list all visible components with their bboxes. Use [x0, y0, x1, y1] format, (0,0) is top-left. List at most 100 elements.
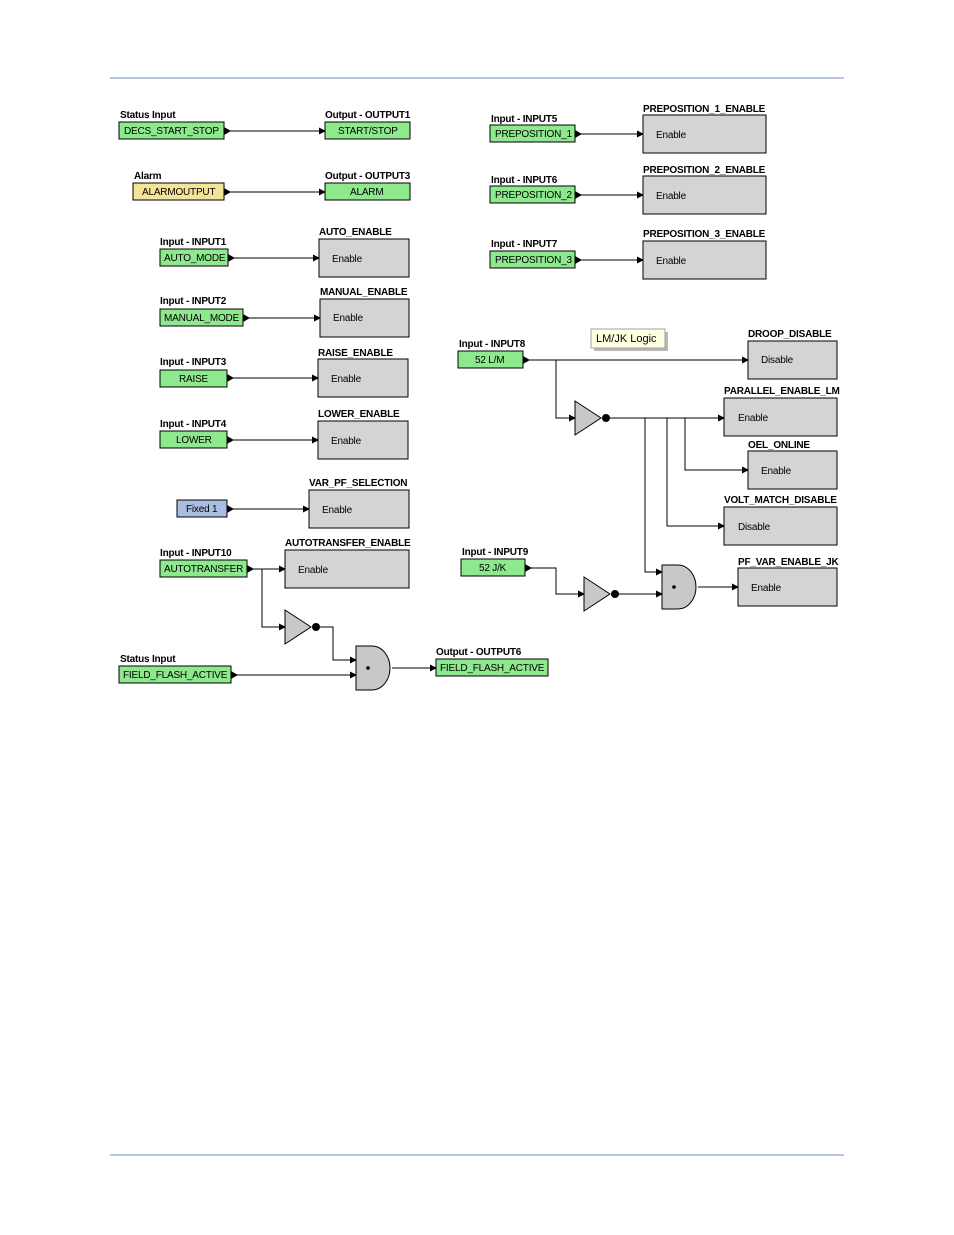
signal-name: 52 J/K: [479, 563, 507, 574]
signal-preposition-2[interactable]: Input - INPUT6 PREPOSITION_2: [489, 175, 582, 204]
block-volt-match-disable[interactable]: VOLT_MATCH_DISABLE Disable: [723, 495, 838, 546]
block-box[interactable]: [723, 506, 838, 546]
not-gate-icon: [284, 609, 312, 645]
not-gate-52-lm[interactable]: [574, 400, 610, 436]
block-box[interactable]: [747, 340, 838, 380]
block-pf-var-enable-jk[interactable]: PF_VAR_ENABLE_JK Enable: [737, 557, 840, 607]
block-box[interactable]: [284, 549, 410, 589]
signal-raise[interactable]: Input - INPUT3 RAISE: [159, 357, 234, 388]
block-box[interactable]: [317, 420, 409, 460]
block-box[interactable]: [642, 175, 767, 215]
signal-manual-mode[interactable]: Input - INPUT2 MANUAL_MODE: [159, 296, 250, 327]
block-title: PREPOSITION_1_ENABLE: [643, 104, 766, 115]
block-box[interactable]: [747, 450, 838, 490]
signal-name: FIELD_FLASH_ACTIVE: [440, 663, 545, 674]
block-port: Enable: [656, 130, 687, 141]
block-lower-enable[interactable]: LOWER_ENABLE Enable: [317, 409, 409, 460]
block-raise-enable[interactable]: RAISE_ENABLE Enable: [317, 348, 409, 398]
block-port: Enable: [656, 191, 687, 202]
block-box[interactable]: [642, 114, 767, 154]
signal-label: Input - INPUT4: [160, 419, 227, 430]
header-rule: [110, 77, 844, 79]
and-gate-field-flash[interactable]: [355, 645, 391, 691]
signal-preposition-1[interactable]: Input - INPUT5 PREPOSITION_1: [489, 114, 582, 143]
signal-preposition-3[interactable]: Input - INPUT7 PREPOSITION_3: [489, 239, 582, 269]
block-port: Enable: [298, 565, 329, 576]
signal-field-flash-output[interactable]: Output - OUTPUT6 FIELD_FLASH_ACTIVE: [435, 647, 549, 677]
signal-lower[interactable]: Input - INPUT4 LOWER: [159, 419, 234, 449]
signal-label: Input - INPUT8: [459, 339, 526, 350]
signal-name: Fixed 1: [186, 504, 218, 515]
block-box[interactable]: [723, 397, 838, 437]
signal-fixed-1[interactable]: Fixed 1: [176, 499, 234, 518]
signal-label: Output - OUTPUT3: [325, 171, 411, 182]
signal-label: Output - OUTPUT1: [325, 110, 411, 121]
signal-52-lm[interactable]: Input - INPUT8 52 L/M: [457, 339, 530, 369]
signal-decs-start-stop[interactable]: Status Input DECS_START_STOP: [118, 110, 231, 140]
tooltip-box: [590, 328, 666, 349]
output-port-icon: [247, 565, 254, 573]
not-gate-icon: [583, 576, 611, 612]
and-gate-pf-var[interactable]: [661, 564, 697, 610]
block-oel-online[interactable]: OEL_ONLINE Enable: [747, 440, 838, 490]
signal-box[interactable]: [324, 121, 411, 140]
block-box[interactable]: [318, 238, 410, 278]
signal-name: PREPOSITION_1: [495, 129, 573, 140]
block-title: AUTOTRANSFER_ENABLE: [285, 538, 411, 549]
tooltip-text: LM/JK Logic: [596, 333, 657, 345]
signal-label: Input - INPUT6: [491, 175, 558, 186]
signal-52-jk[interactable]: Input - INPUT9 52 J/K: [460, 547, 532, 577]
block-parallel-enable-lm[interactable]: PARALLEL_ENABLE_LM Enable: [723, 386, 840, 437]
output-port-icon: [575, 130, 582, 138]
block-autotransfer-enable[interactable]: AUTOTRANSFER_ENABLE Enable: [284, 538, 411, 589]
and-gate-icon: [355, 645, 391, 691]
signal-box[interactable]: [324, 182, 411, 201]
signal-name: AUTOTRANSFER: [164, 564, 243, 575]
signal-auto-mode[interactable]: Input - INPUT1 AUTO_MODE: [159, 237, 235, 267]
wires: [230, 127, 749, 679]
signal-field-flash-input[interactable]: Status Input FIELD_FLASH_ACTIVE: [118, 654, 238, 684]
signal-alarm[interactable]: Output - OUTPUT3 ALARM: [324, 171, 411, 201]
output-port-icon: [575, 191, 582, 199]
block-auto-enable[interactable]: AUTO_ENABLE Enable: [318, 227, 410, 278]
not-gate-autotransfer[interactable]: [284, 609, 320, 645]
signal-label: Input - INPUT2: [160, 296, 227, 307]
output-port-icon: [227, 374, 234, 382]
block-var-pf-selection[interactable]: VAR_PF_SELECTION Enable: [308, 478, 410, 529]
signal-autotransfer[interactable]: Input - INPUT10 AUTOTRANSFER: [159, 548, 254, 578]
block-box[interactable]: [308, 489, 410, 529]
block-droop-disable[interactable]: DROOP_DISABLE Disable: [747, 329, 838, 380]
block-title: PREPOSITION_2_ENABLE: [643, 165, 766, 176]
not-gate-52-jk[interactable]: [583, 576, 619, 612]
signal-name: ALARM: [350, 187, 383, 198]
signal-name: ALARMOUTPUT: [142, 187, 215, 198]
block-box[interactable]: [642, 240, 767, 280]
block-port: Enable: [332, 254, 363, 265]
and-gate-dot-icon: [366, 666, 370, 670]
block-port: Enable: [761, 466, 792, 477]
block-preposition-1-enable[interactable]: PREPOSITION_1_ENABLE Enable: [642, 104, 767, 154]
signal-label: Input - INPUT9: [462, 547, 529, 558]
block-preposition-2-enable[interactable]: PREPOSITION_2_ENABLE Enable: [642, 165, 767, 215]
signal-label: Status Input: [120, 654, 176, 665]
signal-name: 52 L/M: [475, 355, 504, 366]
output-port-icon: [523, 356, 530, 364]
block-box[interactable]: [737, 567, 838, 607]
output-port-icon: [231, 671, 238, 679]
signal-name: START/STOP: [338, 126, 398, 137]
footer-rule: [110, 1154, 844, 1156]
and-gate-dot-icon: [672, 585, 676, 589]
block-box[interactable]: [317, 358, 409, 398]
signal-box[interactable]: [435, 658, 549, 677]
signal-label: Input - INPUT3: [160, 357, 227, 368]
block-box[interactable]: [319, 298, 410, 338]
signal-name: RAISE: [179, 374, 209, 385]
block-preposition-3-enable[interactable]: PREPOSITION_3_ENABLE Enable: [642, 229, 767, 280]
block-manual-enable[interactable]: MANUAL_ENABLE Enable: [319, 287, 410, 338]
block-title: PREPOSITION_3_ENABLE: [643, 229, 766, 240]
block-port: Enable: [322, 505, 353, 516]
signal-alarmoutput[interactable]: Alarm ALARMOUTPUT: [132, 171, 231, 201]
signal-start-stop[interactable]: Output - OUTPUT1 START/STOP: [324, 110, 411, 140]
signal-name: AUTO_MODE: [164, 253, 226, 264]
output-port-icon: [525, 564, 532, 572]
